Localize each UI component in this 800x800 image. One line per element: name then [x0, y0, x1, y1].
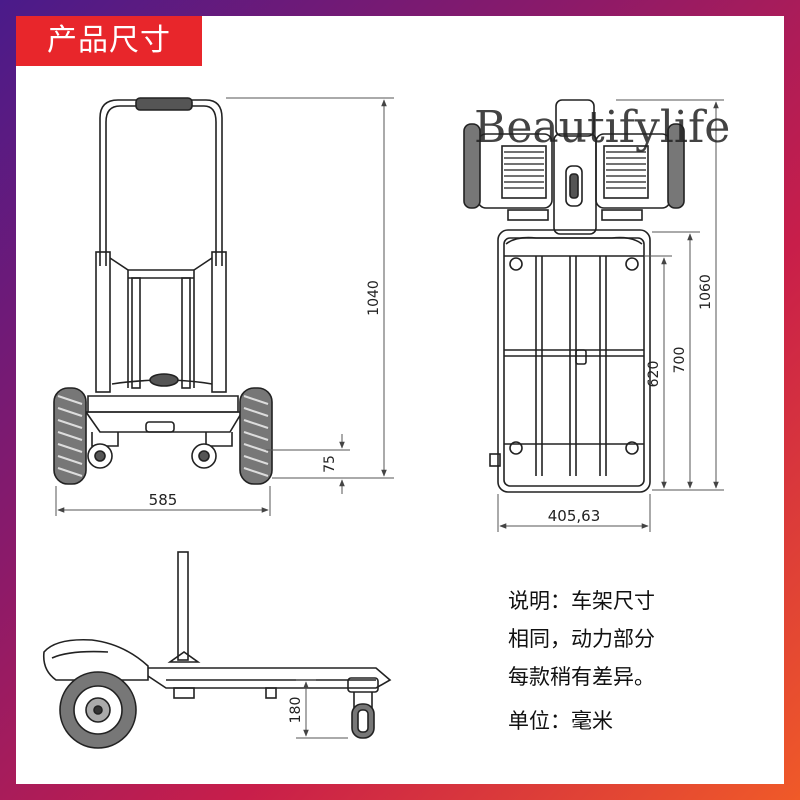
side-upright	[177, 551, 189, 661]
note-line-3: 每款稍有差异。	[508, 665, 655, 689]
dim-front-width: 585	[149, 491, 178, 509]
note-line-1: 说明：车架尺寸	[508, 589, 655, 613]
top-deck-frame	[497, 229, 651, 493]
top-motor-left	[463, 123, 553, 221]
top-motor-right	[595, 123, 685, 221]
side-drive-wheel	[59, 671, 137, 749]
front-wheel-right	[239, 387, 273, 485]
side-caster	[347, 677, 379, 739]
side-dimensions	[296, 679, 348, 739]
product-card: 产品尺寸	[16, 16, 784, 784]
front-view	[53, 97, 273, 485]
technical-drawing: 1040 585 75	[42, 97, 730, 749]
top-view	[463, 99, 685, 493]
watermark: Beautifylife	[474, 102, 730, 153]
front-handle-grip	[135, 97, 193, 111]
page-title: 产品尺寸	[16, 16, 202, 66]
dim-top-frame-length: 700	[672, 347, 688, 374]
front-dimensions	[55, 97, 394, 516]
dim-front-height: 1040	[366, 280, 382, 316]
dim-front-base-height: 75	[322, 455, 338, 473]
top-handle-bar	[555, 99, 595, 137]
side-view	[42, 551, 392, 749]
note-units: 单位：毫米	[508, 709, 613, 733]
dim-top-deck-length: 620	[646, 361, 662, 388]
note-line-2: 相同，动力部分	[508, 627, 655, 651]
dim-top-total-length: 1060	[698, 274, 714, 310]
dim-top-width: 405,63	[548, 507, 601, 525]
top-dimensions	[497, 99, 724, 532]
dim-side-height: 180	[288, 697, 304, 724]
front-handle	[99, 99, 223, 266]
front-wheel-left	[53, 387, 87, 485]
